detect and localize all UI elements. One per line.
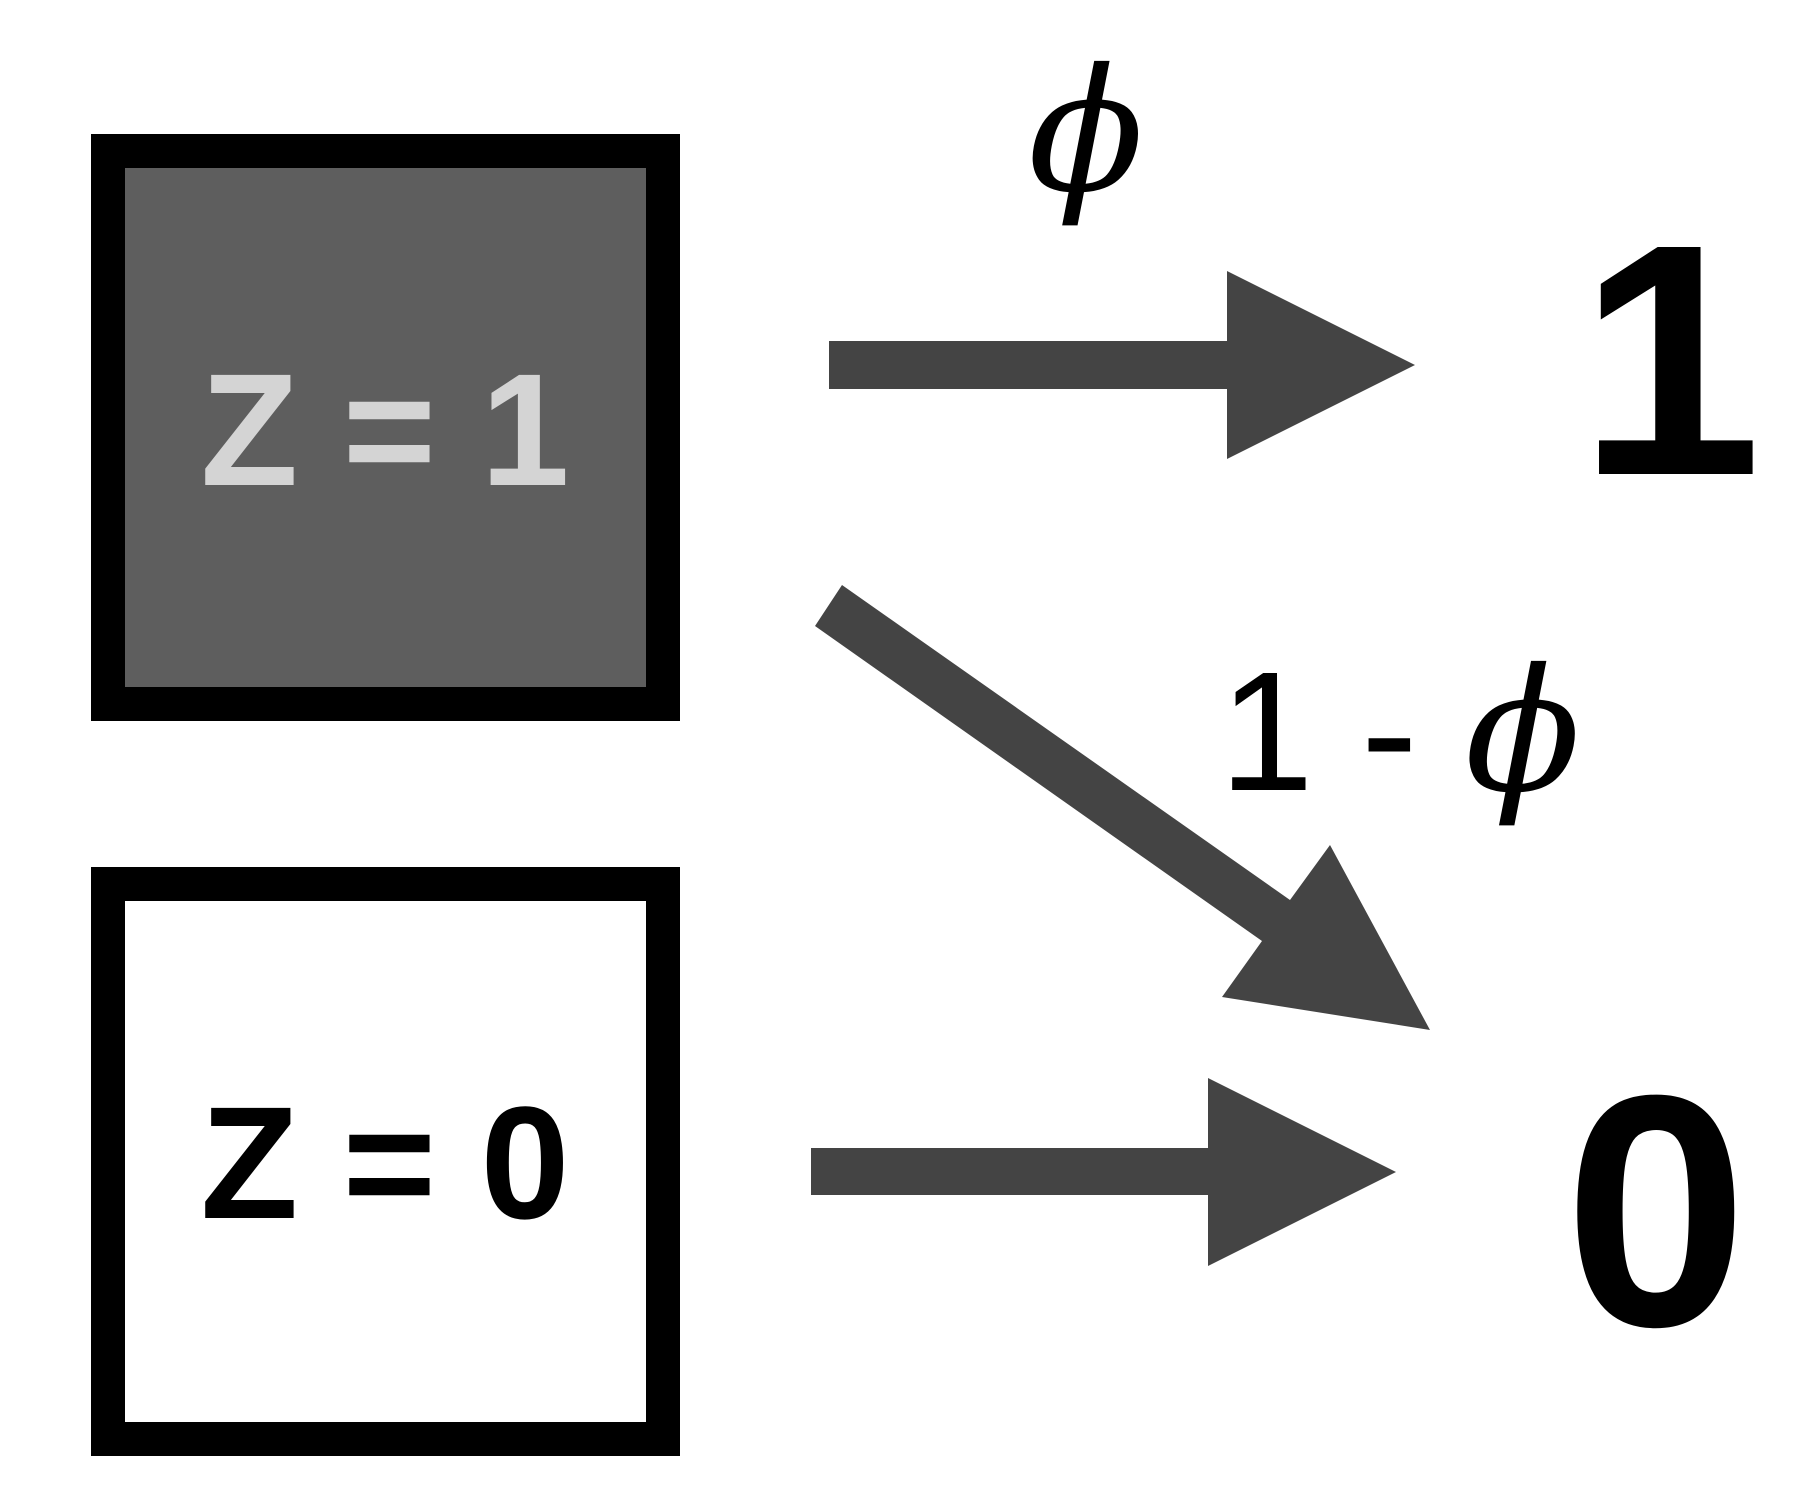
arrow-z0-to-zero	[811, 1078, 1396, 1266]
arrow-z1-to-one	[829, 271, 1415, 459]
outcome-zero: 0	[1564, 1026, 1748, 1395]
state-label-z1: Z = 1	[200, 340, 569, 519]
one-minus-prefix: 1 -	[1219, 637, 1465, 827]
state-box-z1-frame	[91, 134, 680, 721]
state-label-z0: Z = 0	[200, 1073, 569, 1252]
prob-label-top: ϕ	[1028, 33, 1144, 231]
phi-symbol-top: ϕ	[1028, 33, 1144, 231]
state-box-z0: Z = 0	[91, 867, 680, 1456]
outcome-one: 1	[1578, 175, 1762, 544]
state-box-z1: Z = 1	[91, 134, 680, 721]
phi-symbol-diagonal: ϕ	[1465, 633, 1581, 831]
state-box-z0-frame	[91, 867, 680, 1456]
prob-label-diagonal: 1 - ϕ	[1219, 633, 1581, 831]
arrow-z1-to-zero	[815, 585, 1430, 1030]
